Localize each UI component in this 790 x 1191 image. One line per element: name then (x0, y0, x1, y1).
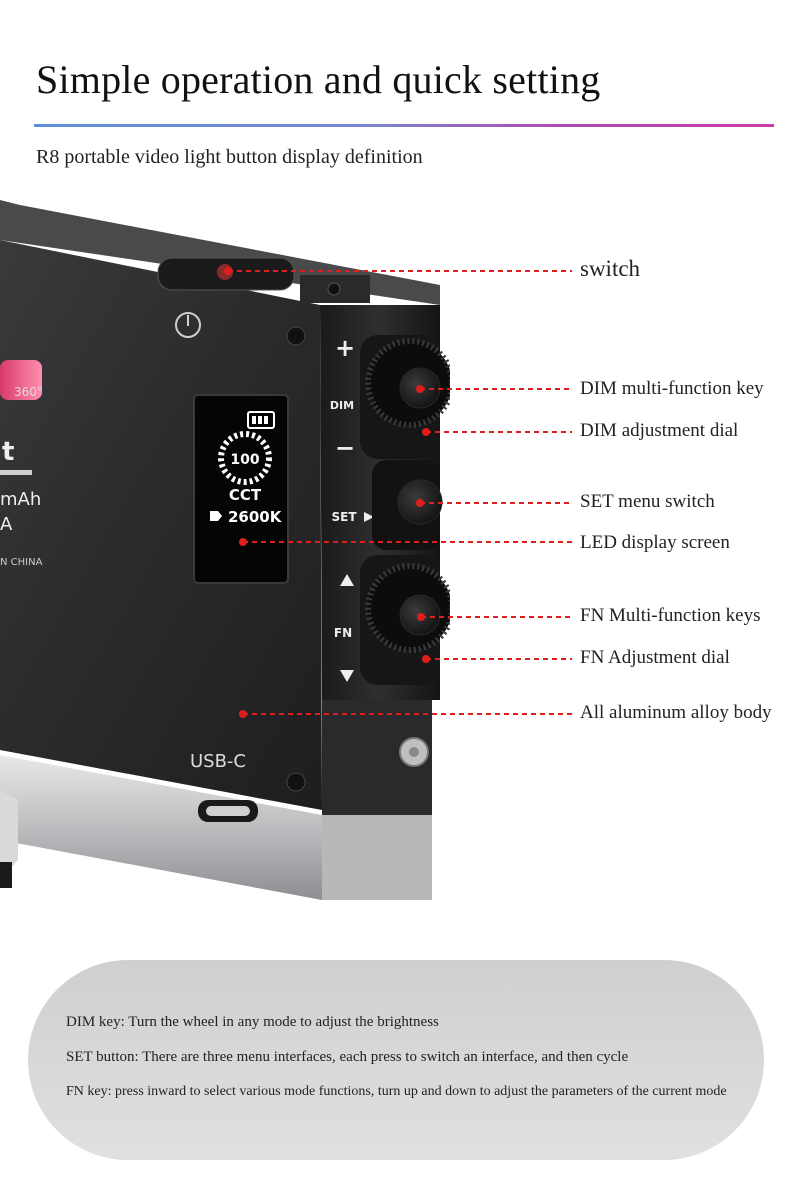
callout-fn-keys: FN Multi-function keys (580, 605, 761, 626)
callout-led-screen: LED display screen (580, 532, 730, 553)
plus-label: + (335, 334, 355, 362)
capacity-text: mAh (0, 489, 41, 510)
callout-switch: switch (580, 256, 641, 281)
info-set-button: SET button: There are three menu interfa… (66, 1049, 629, 1065)
origin-text: N CHINA (0, 557, 43, 568)
usb-c-label: USB-C (190, 751, 246, 772)
brand-fragment: t (2, 437, 14, 467)
angle-text: 360° (14, 385, 43, 399)
set-label: SET (331, 510, 357, 524)
video-light-illustration: 360° t mAh A N CHINA 100 CCT 2600K + DIM… (0, 200, 450, 900)
screen-brightness: 100 (230, 452, 259, 468)
callout-set-switch: SET menu switch (580, 491, 715, 512)
minus-label: − (335, 434, 355, 462)
callout-fn-dial: FN Adjustment dial (580, 647, 730, 668)
callout-alloy-body: All aluminum alloy body (580, 702, 772, 723)
fn-up-arrow (340, 574, 354, 586)
title-divider (34, 124, 774, 127)
dim-label: DIM (330, 399, 354, 412)
fn-label: FN (334, 626, 352, 640)
info-panel: DIM key: Turn the wheel in any mode to a… (28, 960, 764, 1160)
fn-dial[interactable] (360, 555, 450, 685)
screen-value: 2600K (228, 508, 283, 526)
callout-dim-key: DIM multi-function key (580, 378, 764, 399)
callout-dim-dial: DIM adjustment dial (580, 420, 739, 441)
dim-dial[interactable] (360, 335, 450, 459)
spec-text: A (0, 514, 13, 535)
info-fn-key: FN key: press inward to select various m… (66, 1084, 727, 1099)
device-body (0, 240, 322, 810)
info-dim-key: DIM key: Turn the wheel in any mode to a… (66, 1014, 439, 1030)
fn-down-arrow (340, 670, 354, 682)
power-icon (175, 312, 201, 338)
page-title: Simple operation and quick setting (36, 57, 601, 102)
aluminum-rail (0, 755, 322, 900)
screen-mode: CCT (229, 486, 262, 504)
page-subtitle: R8 portable video light button display d… (36, 146, 423, 168)
